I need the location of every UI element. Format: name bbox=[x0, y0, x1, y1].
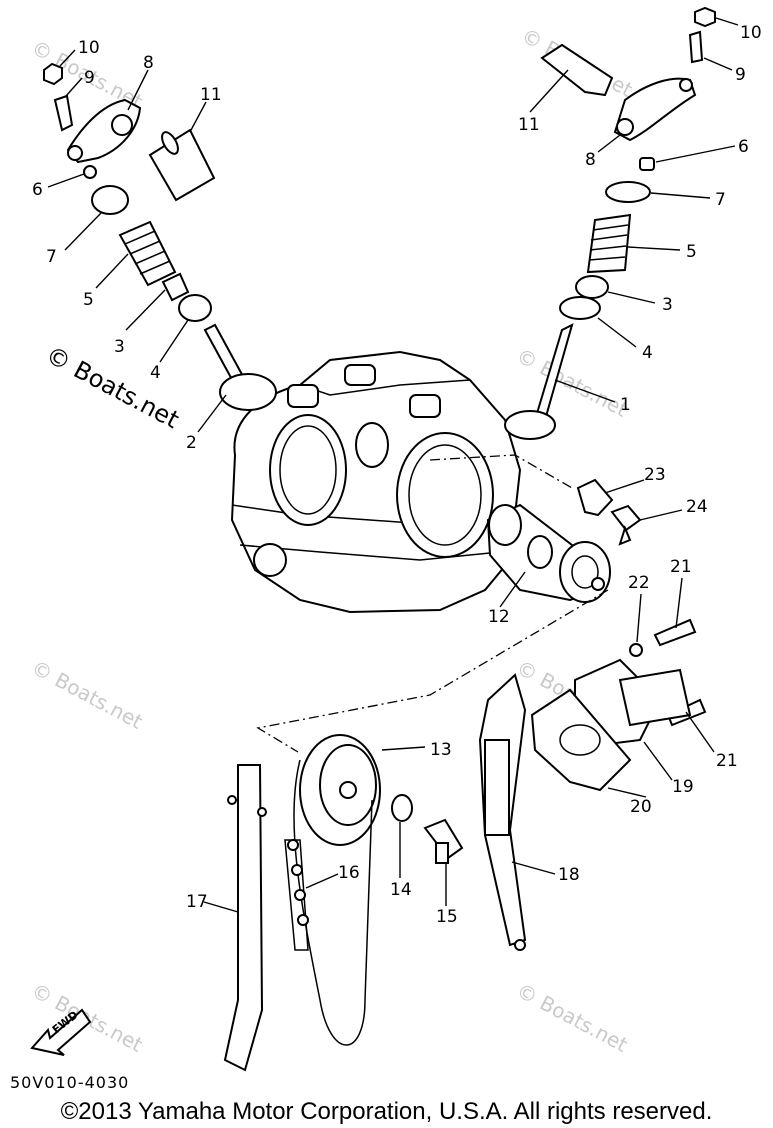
left-valve-train bbox=[43, 62, 277, 411]
callout-8-right: 8 bbox=[585, 150, 596, 170]
callout-7-left: 7 bbox=[46, 247, 57, 267]
callout-8-left: 8 bbox=[143, 53, 154, 73]
callout-12: 12 bbox=[488, 607, 510, 627]
callout-11-left: 11 bbox=[200, 85, 222, 105]
callout-9-left: 9 bbox=[84, 68, 95, 88]
callout-9-right: 9 bbox=[735, 65, 746, 85]
callout-5-right: 5 bbox=[686, 242, 697, 262]
callout-19: 19 bbox=[672, 777, 694, 797]
camshaft bbox=[486, 503, 611, 603]
tensioner-parts bbox=[530, 478, 707, 792]
callout-11-right: 11 bbox=[518, 115, 540, 135]
callout-20: 20 bbox=[630, 797, 652, 817]
watermark-prominent: © Boats.net bbox=[41, 341, 183, 434]
callout-17: 17 bbox=[186, 892, 208, 912]
watermark: © Boats.net bbox=[513, 343, 632, 422]
callout-3-right: 3 bbox=[662, 295, 673, 315]
callout-16: 16 bbox=[338, 863, 360, 883]
copyright-notice: ©2013 Yamaha Motor Corporation, U.S.A. A… bbox=[60, 1098, 713, 1125]
callout-14: 14 bbox=[390, 880, 412, 900]
right-valve-train bbox=[504, 6, 716, 440]
callout-21-top: 21 bbox=[670, 557, 692, 577]
watermark: © Boats.net bbox=[513, 978, 632, 1057]
callout-1: 1 bbox=[620, 395, 631, 415]
forward-arrow: FWD bbox=[30, 1008, 92, 1056]
callout-15: 15 bbox=[436, 907, 458, 927]
leader-lines bbox=[47, 17, 739, 913]
callout-22: 22 bbox=[628, 573, 650, 593]
callout-23: 23 bbox=[644, 465, 666, 485]
diagram-code: 50V010-4030 bbox=[10, 1073, 129, 1092]
callout-10-right: 10 bbox=[740, 23, 762, 43]
callout-13: 13 bbox=[430, 740, 452, 760]
callout-3-left: 3 bbox=[114, 337, 125, 357]
callout-4-left: 4 bbox=[150, 363, 161, 383]
cam-chain bbox=[284, 759, 373, 1046]
fwd-arrow-icon bbox=[30, 1008, 92, 1056]
callout-7-right: 7 bbox=[715, 190, 726, 210]
callout-4-right: 4 bbox=[642, 343, 653, 363]
cylinder-head bbox=[230, 350, 522, 614]
watermark: © Boats.net bbox=[28, 655, 147, 734]
callout-21-bottom: 21 bbox=[716, 751, 738, 771]
callout-6-left: 6 bbox=[32, 180, 43, 200]
callout-numbers: 10 9 8 11 6 7 5 3 4 2 10 9 11 8 6 7 5 3 … bbox=[32, 23, 762, 927]
callout-5-left: 5 bbox=[83, 290, 94, 310]
callout-10-left: 10 bbox=[78, 38, 100, 58]
callout-2: 2 bbox=[186, 433, 197, 453]
callout-18: 18 bbox=[558, 865, 580, 885]
cam-sprocket bbox=[299, 734, 464, 864]
callout-24: 24 bbox=[686, 497, 708, 517]
reference-lines bbox=[256, 454, 609, 753]
callout-6-right: 6 bbox=[738, 137, 749, 157]
chain-guides bbox=[223, 673, 527, 1072]
